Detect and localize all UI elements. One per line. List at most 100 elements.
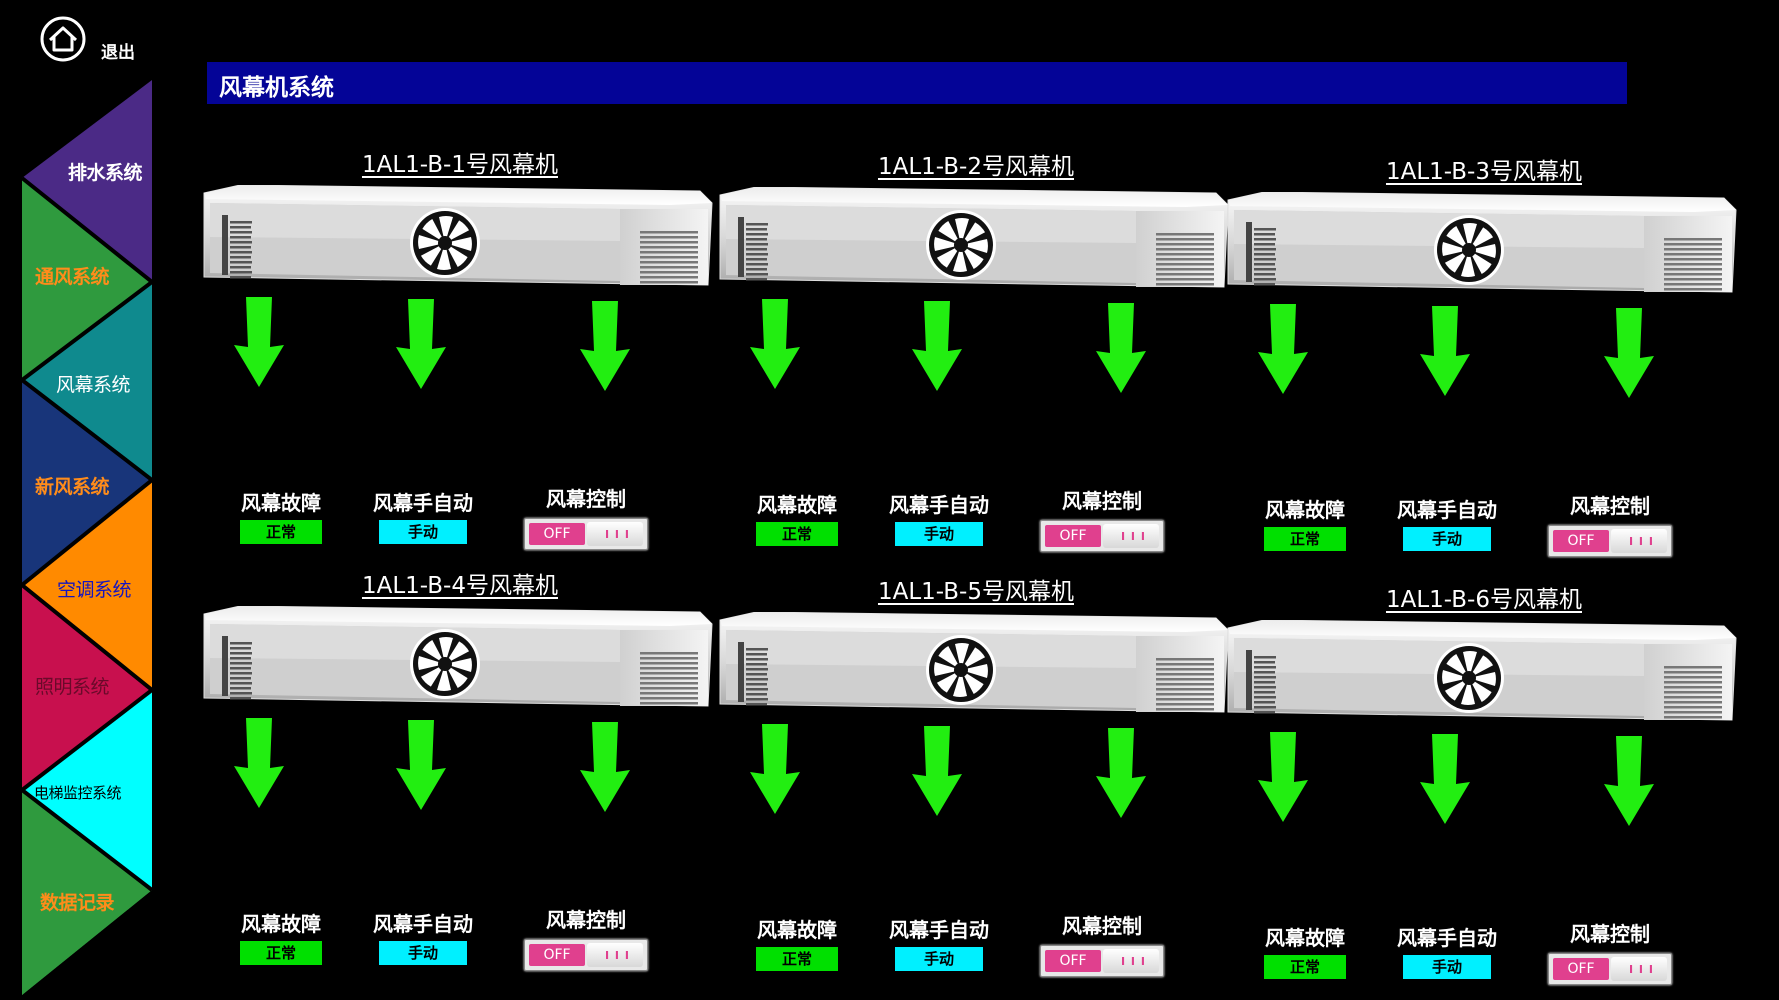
control-group: 风幕控制 OFF I I I [1034, 910, 1170, 981]
unit-title: 1AL1-B-4号风幕机 [361, 573, 558, 599]
control-label: 风幕控制 [546, 487, 626, 511]
control-label: 风幕控制 [546, 908, 626, 932]
fault-status-group: 风幕故障 正常 [226, 908, 336, 965]
airflow-down-arrow-icon [234, 297, 284, 387]
mode-status-group: 风幕手自动 手动 [874, 489, 1004, 546]
unit-title: 1AL1-B-6号风幕机 [1385, 587, 1582, 613]
nav-item-fresh-air[interactable]: 新风系统 [35, 476, 110, 498]
nav-item-data-records[interactable]: 数据记录 [40, 892, 115, 914]
air-curtain-unit-6: 1AL1-B-6号风幕机 风幕故障 正常 风幕手自动 手动 [1224, 580, 1744, 1000]
toggle-state-label: OFF [529, 944, 585, 966]
airflow-down-arrow-icon [1258, 304, 1308, 394]
air-curtain-unit-image [203, 606, 713, 707]
control-label: 风幕控制 [1062, 914, 1142, 938]
control-group: 风幕控制 OFF I I I [1542, 918, 1678, 989]
control-label: 风幕控制 [1570, 922, 1650, 946]
air-curtain-unit-4: 1AL1-B-4号风幕机 风幕故障 正常 风幕手自动 手动 [200, 566, 720, 986]
unit-title: 1AL1-B-3号风幕机 [1385, 159, 1582, 185]
control-label: 风幕控制 [1570, 494, 1650, 518]
toggle-state-label: OFF [1045, 950, 1101, 972]
toggle-knob[interactable]: I I I [587, 522, 643, 546]
toggle-knob[interactable]: I I I [1103, 949, 1159, 973]
airflow-down-arrow-icon [750, 299, 800, 389]
control-group: 风幕控制 OFF I I I [518, 904, 654, 975]
airflow-down-arrow-icon [396, 299, 446, 389]
fault-status-badge: 正常 [756, 522, 838, 546]
air-curtain-unit-2: 1AL1-B-2号风幕机 风幕故障 正常 风幕手自动 手动 [716, 147, 1236, 567]
grip-icon: I I I [605, 528, 630, 541]
fault-status-group: 风幕故障 正常 [742, 914, 852, 971]
home-icon[interactable] [38, 16, 88, 62]
toggle-knob[interactable]: I I I [587, 943, 643, 967]
nav-item-air-curtain[interactable]: 风幕系统 [56, 374, 131, 396]
nav-item-drainage[interactable]: 排水系统 [68, 162, 143, 184]
air-curtain-unit-1: 1AL1-B-1号风幕机 风幕故障 正常 风幕手自动 手动 [200, 145, 720, 565]
air-curtain-unit-image [1227, 192, 1737, 293]
unit-title: 1AL1-B-2号风幕机 [877, 154, 1074, 180]
nav-item-ventilation[interactable]: 通风系统 [35, 266, 110, 288]
toggle-knob[interactable]: I I I [1611, 529, 1667, 553]
airflow-down-arrow-icon [396, 720, 446, 810]
toggle-knob[interactable]: I I I [1103, 524, 1159, 548]
fault-label: 风幕故障 [241, 912, 321, 936]
page-title: 风幕机系统 [219, 75, 334, 101]
grip-icon: I I I [1629, 535, 1654, 548]
sidebar-nav: 排水系统 通风系统 风幕系统 新风系统 空调系统 照明系统 电梯监控系统 数据记… [0, 0, 170, 995]
airflow-down-arrow-icon [580, 722, 630, 812]
control-toggle-switch[interactable]: OFF I I I [1548, 953, 1672, 985]
control-toggle-switch[interactable]: OFF I I I [524, 939, 648, 971]
air-curtain-unit-image [1227, 620, 1737, 721]
mode-label: 风幕手自动 [373, 491, 473, 515]
nav-item-lighting[interactable]: 照明系统 [35, 676, 110, 698]
control-toggle-switch[interactable]: OFF I I I [524, 518, 648, 550]
air-curtain-unit-image [203, 185, 713, 286]
airflow-down-arrow-icon [234, 718, 284, 808]
air-curtain-unit-3: 1AL1-B-3号风幕机 风幕故障 正常 风幕手自动 手动 [1224, 152, 1744, 572]
airflow-down-arrow-icon [1096, 303, 1146, 393]
mode-status-group: 风幕手自动 手动 [1382, 494, 1512, 551]
toggle-state-label: OFF [1045, 525, 1101, 547]
exit-button[interactable]: 退出 [101, 43, 135, 63]
control-group: 风幕控制 OFF I I I [1542, 490, 1678, 561]
fault-status-group: 风幕故障 正常 [1250, 922, 1360, 979]
airflow-down-arrow-icon [1096, 728, 1146, 818]
mode-label: 风幕手自动 [1397, 926, 1497, 950]
mode-status-group: 风幕手自动 手动 [358, 487, 488, 544]
fault-status-badge: 正常 [1264, 955, 1346, 979]
control-toggle-switch[interactable]: OFF I I I [1040, 945, 1164, 977]
air-curtain-unit-5: 1AL1-B-5号风幕机 风幕故障 正常 风幕手自动 手动 [716, 572, 1236, 992]
control-toggle-switch[interactable]: OFF I I I [1040, 520, 1164, 552]
mode-status-group: 风幕手自动 手动 [874, 914, 1004, 971]
mode-status-badge: 手动 [1403, 955, 1491, 979]
mode-status-group: 风幕手自动 手动 [1382, 922, 1512, 979]
toggle-state-label: OFF [529, 523, 585, 545]
control-group: 风幕控制 OFF I I I [518, 483, 654, 554]
mode-status-badge: 手动 [895, 947, 983, 971]
grip-icon: I I I [1121, 530, 1146, 543]
fault-status-group: 风幕故障 正常 [1250, 494, 1360, 551]
mode-label: 风幕手自动 [889, 918, 989, 942]
nav-item-elevator[interactable]: 电梯监控系统 [34, 784, 122, 802]
mode-label: 风幕手自动 [1397, 498, 1497, 522]
mode-status-badge: 手动 [1403, 527, 1491, 551]
mode-status-badge: 手动 [379, 941, 467, 965]
air-curtain-unit-image [719, 612, 1229, 713]
control-label: 风幕控制 [1062, 489, 1142, 513]
fault-label: 风幕故障 [757, 493, 837, 517]
title-bar: 风幕机系统 [207, 62, 1627, 104]
airflow-down-arrow-icon [1604, 308, 1654, 398]
grip-icon: I I I [1629, 963, 1654, 976]
toggle-knob[interactable]: I I I [1611, 957, 1667, 981]
sidebar-background [18, 80, 156, 995]
mode-label: 风幕手自动 [373, 912, 473, 936]
fault-label: 风幕故障 [757, 918, 837, 942]
mode-label: 风幕手自动 [889, 493, 989, 517]
grip-icon: I I I [605, 949, 630, 962]
nav-item-hvac[interactable]: 空调系统 [57, 579, 132, 601]
fault-status-group: 风幕故障 正常 [226, 487, 336, 544]
control-group: 风幕控制 OFF I I I [1034, 485, 1170, 556]
control-toggle-switch[interactable]: OFF I I I [1548, 525, 1672, 557]
airflow-down-arrow-icon [1420, 306, 1470, 396]
fault-label: 风幕故障 [1265, 498, 1345, 522]
mode-status-group: 风幕手自动 手动 [358, 908, 488, 965]
